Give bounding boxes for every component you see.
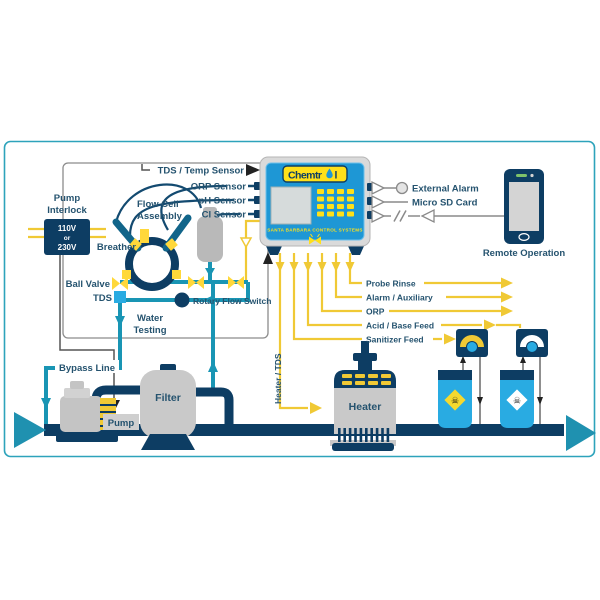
bypass-label-backing	[55, 360, 119, 373]
sanitizer-tank: ☠	[438, 370, 472, 428]
remote-operation-label: Remote Operation	[483, 248, 566, 259]
butterfly-logo-icon	[309, 233, 321, 245]
alarm-auxiliary-label: Alarm / Auxiliary	[366, 293, 433, 303]
flow-cell-assembly	[112, 183, 244, 308]
acid-tank: ☠	[500, 370, 534, 428]
rotary-flow-switch-label: Rotary Flow Switch	[193, 296, 271, 306]
flow-cell-label-2: Assembly	[137, 211, 183, 222]
filter-outlet-pipe	[196, 387, 234, 424]
water-testing-label-1: Water	[137, 313, 163, 324]
tds-fitting	[114, 291, 126, 303]
voltage-or: or	[64, 235, 71, 242]
chemtrol-logo	[282, 165, 348, 183]
flow-switch-signal-arrow	[263, 252, 273, 264]
outflow-arrow	[566, 415, 596, 451]
heater-chimney	[361, 341, 369, 355]
ball-valve-label: Ball Valve	[66, 279, 110, 290]
probe-rinse-arrow	[239, 237, 253, 249]
flow-cell-label-1: Flow Cell	[137, 199, 179, 210]
controller-keypad[interactable]	[317, 189, 354, 217]
tds-temp-sensor-label: TDS / Temp Sensor	[158, 166, 245, 177]
interlock-box	[44, 219, 90, 255]
home-button-icon	[518, 233, 530, 242]
gland-right	[172, 270, 181, 279]
output-arrowheads	[275, 262, 355, 272]
gland-top-left	[129, 238, 142, 251]
probe-rinse-line	[244, 219, 262, 280]
cl-sensor-label: Cl Sensor	[202, 210, 247, 221]
heater-body	[334, 388, 396, 434]
pump-interlock-label-1: Pump	[54, 193, 81, 204]
acid-feeder-pump	[516, 329, 548, 357]
hazard-skull-icon: ☠	[513, 396, 521, 406]
controller-screen	[270, 186, 312, 225]
hazard-skull-icon: ☠	[451, 396, 459, 406]
heater-fins	[338, 428, 390, 442]
pump-interlock: Pump Interlock 110V or 230V	[44, 193, 90, 255]
droplet-icon	[326, 168, 333, 179]
acid-base-feed-label: Acid / Base Feed	[366, 321, 434, 331]
ball-valve	[112, 277, 128, 290]
remote-phone: Remote Operation	[483, 169, 566, 259]
orp-output-label: ORP	[366, 307, 385, 317]
sanitizer-feed-label: Sanitizer Feed	[366, 335, 424, 345]
controller-outputs	[275, 253, 522, 414]
filter: Filter	[140, 364, 196, 450]
voltage-2: 230V	[58, 243, 77, 252]
gland-top-right	[165, 238, 178, 251]
voltage-1: 110V	[58, 224, 77, 233]
filter-label: Filter	[155, 392, 181, 404]
inflow-arrow	[14, 412, 46, 448]
heater-label: Heater	[349, 401, 382, 413]
valve-3	[228, 276, 244, 289]
external-alarm-icon	[395, 181, 409, 195]
sanitizer-feeder-pump	[456, 329, 488, 357]
pump: Pump	[56, 381, 139, 442]
breather-fitting	[140, 229, 149, 243]
tds-temp-arrow	[246, 164, 260, 176]
controller-subtitle: SANTA BARBARA CONTROL SYSTEMS	[267, 228, 362, 233]
pump-label: Pump	[108, 418, 135, 429]
bypass-line-label: Bypass Line	[59, 363, 115, 374]
gland-left	[122, 270, 131, 279]
heater-dome	[334, 370, 396, 390]
valve-2	[188, 276, 204, 289]
chemtrol-controller: Chemtr l SANTA BARBARA CONTROL SYSTEMS	[254, 156, 375, 255]
pump-interlock-label-2: Interlock	[47, 205, 87, 216]
sensor-labels: TDS / Temp Sensor ORP Sensor pH Sensor C…	[141, 164, 260, 221]
logo-text-1: Chemtr	[288, 170, 322, 182]
water-testing-label-2: Testing	[133, 325, 166, 336]
breather-label: Breather	[97, 242, 136, 253]
ph-sensor-label: pH Sensor	[198, 196, 246, 207]
chemical-feed-system: ☠ ☠	[438, 329, 548, 428]
micro-sd-label: Micro SD Card	[412, 198, 478, 209]
wireless-break-icon	[393, 210, 407, 222]
external-alarm-label: External Alarm	[412, 184, 479, 195]
heater: Heater	[330, 341, 396, 451]
rotary-flow-switch	[174, 292, 190, 308]
orp-sensor-label: ORP Sensor	[191, 182, 247, 193]
heater-tds-label: Heater / TDS	[273, 353, 283, 404]
cl-probe-cylinder	[197, 216, 223, 262]
controller-io-right: External Alarm Micro SD Card	[371, 180, 504, 224]
flow-cell-ring	[125, 237, 179, 291]
tds-label: TDS	[93, 293, 112, 304]
logo-text-2: l	[335, 170, 338, 182]
probe-rinse-label: Probe Rinse	[366, 279, 416, 289]
